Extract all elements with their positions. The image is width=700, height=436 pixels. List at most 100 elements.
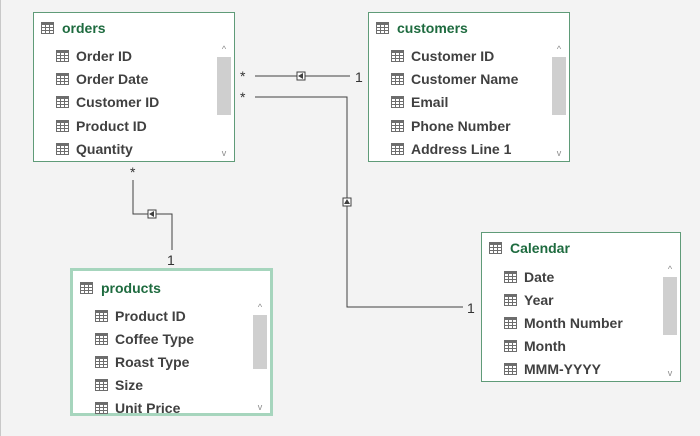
table-title: Calendar	[510, 240, 570, 256]
scrollbar[interactable]: ^ v	[253, 301, 267, 413]
field-label: Roast Type	[115, 354, 190, 370]
scroll-down-icon[interactable]: v	[667, 368, 673, 378]
field-row[interactable]: Product ID	[56, 116, 147, 136]
cardinality-one: 1	[355, 69, 363, 85]
field-icon	[391, 96, 404, 108]
cardinality-one: 1	[467, 300, 475, 316]
field-label: MMM-YYYY	[524, 361, 601, 377]
scroll-up-icon[interactable]: ^	[221, 44, 227, 54]
field-row[interactable]: Customer ID	[391, 46, 494, 66]
scroll-thumb[interactable]	[217, 57, 231, 115]
canvas-border	[0, 0, 1, 436]
field-row[interactable]: Year	[504, 290, 554, 310]
field-label: Customer Name	[411, 71, 519, 87]
scroll-down-icon[interactable]: v	[257, 402, 263, 412]
field-icon	[56, 73, 69, 85]
field-label: Order Date	[76, 71, 149, 87]
field-icon	[504, 363, 517, 375]
field-row[interactable]: Address Line 1	[391, 139, 511, 159]
field-row[interactable]: Date	[504, 267, 554, 287]
field-icon	[504, 294, 517, 306]
field-row[interactable]: Month Number	[504, 313, 623, 333]
scroll-down-icon[interactable]: v	[221, 148, 227, 158]
table-icon	[80, 282, 93, 294]
cardinality-many: *	[240, 68, 246, 84]
field-label: Month Number	[524, 315, 623, 331]
field-icon	[56, 50, 69, 62]
table-icon	[489, 242, 502, 254]
field-label: Email	[411, 94, 449, 110]
table-header[interactable]: products	[73, 273, 270, 303]
field-icon	[95, 333, 108, 345]
field-row[interactable]: Coffee Type	[95, 329, 194, 349]
field-label: Date	[524, 269, 555, 285]
field-label: Customer ID	[76, 94, 160, 110]
scroll-down-icon[interactable]: v	[556, 148, 562, 158]
field-row[interactable]: Product ID	[95, 306, 186, 326]
field-icon	[391, 143, 404, 155]
field-row[interactable]: Quantity	[56, 139, 133, 159]
table-customers[interactable]: customers Customer ID Customer Name Emai…	[368, 12, 570, 162]
field-row[interactable]: Customer Name	[391, 69, 518, 89]
field-label: Product ID	[76, 118, 147, 134]
field-icon	[95, 379, 108, 391]
field-row[interactable]: Customer ID	[56, 92, 159, 112]
field-icon	[56, 96, 69, 108]
table-title: orders	[62, 20, 106, 36]
field-row[interactable]: MMM-YYYY	[504, 359, 601, 379]
relationship-orders-products[interactable]	[132, 180, 173, 250]
table-header[interactable]: Calendar	[482, 233, 680, 263]
table-header[interactable]: orders	[34, 13, 234, 43]
field-row[interactable]: Email	[391, 92, 448, 112]
relationship-orders-calendar[interactable]	[255, 96, 463, 308]
table-icon	[41, 22, 54, 34]
field-row[interactable]: Size	[95, 375, 143, 395]
field-label: Year	[524, 292, 554, 308]
field-icon	[504, 317, 517, 329]
scroll-up-icon[interactable]: ^	[257, 302, 263, 312]
scroll-thumb[interactable]	[253, 315, 267, 369]
scroll-thumb[interactable]	[552, 57, 566, 115]
field-row[interactable]: Order Date	[56, 69, 148, 89]
scrollbar[interactable]: ^ v	[217, 43, 231, 159]
field-label: Customer ID	[411, 48, 495, 64]
field-icon	[95, 356, 108, 368]
cardinality-many: *	[240, 89, 246, 105]
field-label: Unit Price	[115, 400, 181, 416]
scrollbar[interactable]: ^ v	[552, 43, 566, 159]
field-icon	[95, 310, 108, 322]
field-row[interactable]: Unit Price	[95, 398, 180, 418]
field-row[interactable]: Month	[504, 336, 566, 356]
field-label: Month	[524, 338, 566, 354]
field-label: Quantity	[76, 141, 133, 157]
field-label: Coffee Type	[115, 331, 195, 347]
table-products[interactable]: products Product ID Coffee Type Roast Ty…	[70, 268, 273, 416]
cardinality-one: 1	[167, 252, 175, 268]
scrollbar[interactable]: ^ v	[663, 263, 677, 379]
field-row[interactable]: Phone Number	[391, 116, 511, 136]
field-label: Phone Number	[411, 118, 511, 134]
table-orders[interactable]: orders Order ID Order Date Customer ID P…	[33, 12, 235, 162]
field-label: Address Line 1	[411, 141, 512, 157]
relationship-orders-customers[interactable]	[255, 71, 350, 81]
field-label: Size	[115, 377, 144, 393]
scroll-thumb[interactable]	[663, 277, 677, 335]
field-label: Order ID	[76, 48, 133, 64]
field-row[interactable]: Order ID	[56, 46, 132, 66]
field-icon	[504, 271, 517, 283]
field-icon	[391, 73, 404, 85]
cardinality-many: *	[130, 164, 136, 180]
table-title: customers	[397, 20, 468, 36]
field-icon	[95, 402, 108, 414]
scroll-up-icon[interactable]: ^	[556, 44, 562, 54]
table-header[interactable]: customers	[369, 13, 569, 43]
table-calendar[interactable]: Calendar Date Year Month Number Month MM…	[481, 232, 681, 382]
field-icon	[391, 50, 404, 62]
field-row[interactable]: Roast Type	[95, 352, 189, 372]
scroll-up-icon[interactable]: ^	[667, 264, 673, 274]
field-icon	[56, 143, 69, 155]
table-icon	[376, 22, 389, 34]
field-icon	[391, 120, 404, 132]
